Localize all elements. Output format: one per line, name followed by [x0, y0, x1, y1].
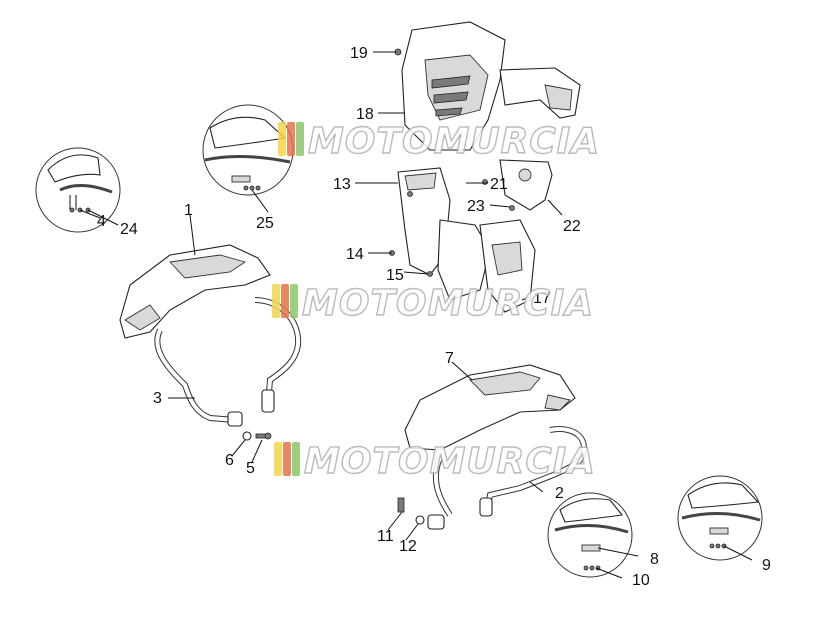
callout-1: 1: [184, 202, 193, 219]
callout-labels: 1 2 3 4 5 6 7 8 9 10 11 12 13 14 15 17 1…: [97, 45, 771, 589]
watermark-stripe: [292, 442, 300, 476]
callout-9: 9: [762, 557, 771, 574]
callout-13: 13: [333, 176, 351, 193]
callout-10: 10: [632, 572, 650, 589]
callout-12: 12: [399, 538, 417, 555]
watermark-stripe: [281, 284, 289, 318]
callout-6: 6: [225, 452, 234, 469]
callout-11: 11: [377, 528, 394, 545]
callout-2: 2: [555, 485, 564, 502]
callout-5: 5: [246, 460, 255, 477]
detail-view-8-10: [547, 492, 633, 578]
watermark-bottom: MOTOMURCIA: [274, 440, 596, 483]
watermark-stripe: [278, 122, 286, 156]
watermark-stripe: [296, 122, 304, 156]
callout-24: 24: [120, 221, 138, 238]
callout-19: 19: [350, 45, 368, 62]
callout-7: 7: [445, 350, 454, 367]
watermark-stripe: [290, 284, 298, 318]
watermark-top: MOTOMURCIA: [278, 120, 600, 163]
watermark-text: MOTOMURCIA: [308, 121, 600, 162]
watermark-text: MOTOMURCIA: [302, 283, 594, 324]
watermark-stripe: [287, 122, 295, 156]
watermark-stripe: [283, 442, 291, 476]
detail-view-24: [35, 147, 121, 233]
callout-4: 4: [97, 213, 106, 230]
callout-21: 21: [490, 176, 508, 193]
callout-23: 23: [467, 198, 485, 215]
handlebar-cover-assembly: [389, 21, 581, 313]
watermark-stripe: [274, 442, 282, 476]
watermark-text: MOTOMURCIA: [304, 441, 596, 482]
detail-view-9: [677, 475, 763, 561]
detail-view-25: [202, 104, 294, 196]
callout-15: 15: [386, 267, 404, 284]
watermark-middle: MOTOMURCIA: [272, 282, 594, 325]
callout-3: 3: [153, 390, 162, 407]
front-shield-assembly: [119, 244, 302, 441]
rear-shield-assembly: [397, 364, 587, 530]
callout-8: 8: [650, 551, 659, 568]
callout-17: 17: [533, 290, 551, 307]
callout-18: 18: [356, 106, 374, 123]
callout-25: 25: [256, 215, 274, 232]
leader-lines: [79, 51, 753, 579]
callout-22: 22: [563, 218, 581, 235]
watermark-stripe: [272, 284, 280, 318]
callout-14: 14: [346, 246, 364, 263]
